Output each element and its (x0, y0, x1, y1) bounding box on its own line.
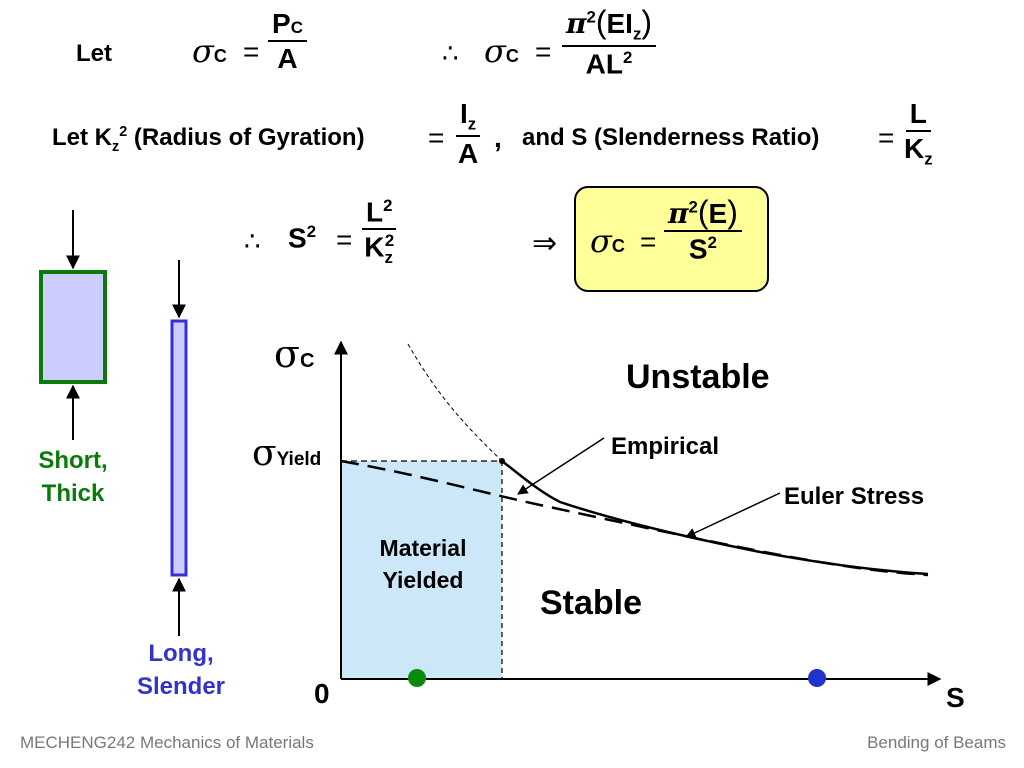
fraction-denominator: Kz2 (364, 231, 395, 268)
comma: , (494, 122, 502, 153)
origin-label: 0 (314, 678, 330, 709)
radius-of-gyration-text: Let Kz2 (Radius of Gyration) (52, 124, 365, 155)
euler-leader-arrow (685, 492, 781, 538)
result-highlight-box (574, 186, 769, 292)
short-column-marker-dot (408, 669, 426, 687)
equals-sign-6: = (640, 226, 657, 257)
fraction-euler-final: π2(E) S2 (664, 196, 742, 263)
fraction-denominator: A (277, 43, 298, 74)
fraction-numerator: π2(EIz) (562, 6, 657, 48)
fraction-numerator: L (905, 100, 931, 132)
fraction-l-over-kz: L Kz (904, 100, 933, 168)
material-yielded-region (341, 461, 502, 679)
let-label: Let (76, 40, 112, 67)
equals-sign-5: = (336, 224, 353, 255)
euler-curve-upper-dashed (407, 343, 503, 462)
sigma-c-symbol: σC (192, 32, 227, 70)
yield-transition-point (499, 458, 505, 464)
unstable-region-label: Unstable (626, 358, 770, 396)
fraction-denominator: A (457, 138, 479, 170)
equals-sign-4: = (878, 122, 895, 153)
empirical-curve (501, 460, 929, 576)
short-thick-column (39, 270, 107, 384)
therefore-symbol-2: ∴ (244, 226, 261, 256)
slenderness-ratio-text: and S (Slenderness Ratio) (522, 124, 820, 151)
stable-region-label: Stable (540, 584, 643, 622)
equals-sign-2: = (535, 36, 552, 67)
long-slender-column (170, 319, 188, 577)
fraction-l2-over-kz2: L2 Kz2 (362, 197, 397, 268)
y-axis-label: σC (274, 332, 315, 376)
fraction-denominator: Kz (904, 133, 933, 169)
equals-sign: = (243, 36, 260, 67)
fraction-pc-over-a: PC A (268, 10, 307, 73)
yield-stress-label: σYield (252, 433, 322, 474)
x-axis-label: S (946, 682, 965, 713)
fraction-euler-ei: π2(EIz) AL2 (562, 6, 657, 80)
fraction-numerator: L2 (362, 197, 397, 231)
s-squared: S2 (288, 222, 317, 254)
euler-stress-label: Euler Stress (784, 483, 925, 510)
footer-course-title: MECHENG242 Mechanics of Materials (20, 733, 314, 752)
long-slender-label: Long, Slender (136, 640, 226, 700)
footer-topic: Bending of Beams (867, 733, 1006, 752)
fraction-denominator: S2 (688, 233, 717, 265)
fraction-numerator: PC (268, 10, 307, 42)
fraction-numerator: Iz (456, 100, 481, 138)
empirical-leader-arrow (517, 437, 605, 495)
empirical-label: Empirical (611, 433, 720, 460)
fraction-numerator: π2(E) (664, 196, 742, 232)
fraction-denominator: AL2 (585, 48, 633, 80)
therefore-symbol: ∴ (442, 38, 459, 68)
implies-arrow: ⇒ (532, 227, 558, 260)
fraction-iz-over-a: Iz A (456, 100, 481, 170)
equals-sign-3: = (428, 122, 445, 153)
short-thick-label: Short, Thick (38, 447, 108, 507)
sigma-c-symbol-3: σC (590, 222, 625, 260)
long-column-marker-dot (808, 669, 826, 687)
material-yielded-label: Material Yielded (379, 535, 467, 593)
sigma-c-symbol-2: σC (484, 32, 519, 70)
